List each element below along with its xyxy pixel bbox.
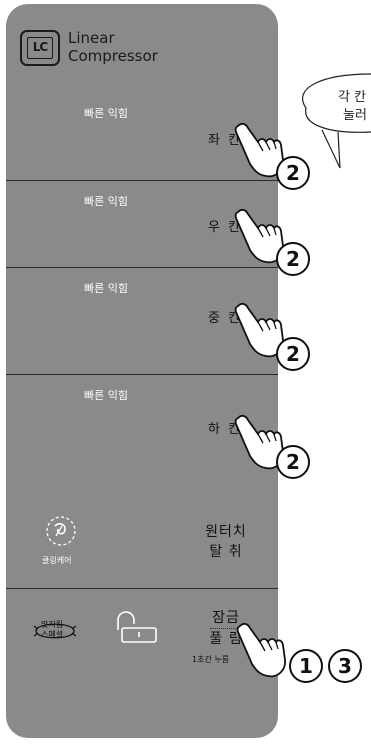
zone-left-button[interactable]: 좌 칸 [208,133,243,148]
cooling-care-label: 쿨링케어 [42,556,72,565]
zone-middle-title: 빠른 익힘 [84,282,128,295]
bubble-line-1: 각 칸 [337,90,367,105]
hand-pointer-icon [236,622,286,678]
step-number-badge: 2 [276,445,310,479]
step-number-badge: 1 [289,649,323,683]
brand-title: Linear Compressor [68,29,158,65]
divider [6,180,278,181]
step-number-badge: 2 [276,337,310,371]
divider [6,267,278,268]
hold-instruction: 1초간 누름 [192,655,230,664]
unlock-icon [117,611,157,643]
step-number-badge: 2 [276,156,310,190]
bubble-line-2: 눌러 [343,108,367,123]
lock-release-button[interactable]: 잠금 풀 림 [209,610,243,647]
zone-right-button[interactable]: 우 칸 [208,220,243,235]
zone-middle-button[interactable]: 중 칸 [208,311,243,326]
step-number-badge: 3 [328,649,362,683]
zone-left-title: 빠른 익힘 [84,107,128,120]
zone-bottom-title: 빠른 익힘 [84,389,128,402]
cooling-care-icon[interactable] [44,514,78,548]
zone-bottom-button[interactable]: 하 칸 [208,422,243,437]
control-panel: LC Linear Compressor 빠른 익힘 좌 칸 빠른 익힘 우 칸… [6,4,278,738]
speech-bubble [301,73,371,169]
hand-pointer-icon [234,208,284,264]
zone-right-title: 빠른 익힘 [84,195,128,208]
divider [6,588,278,589]
lc-logo-icon: LC [20,30,60,66]
one-touch-deodorize-button[interactable]: 원터치 탈 취 [205,524,247,560]
freshness-special-label: 맛지킴 스페셜 [41,620,64,639]
hand-pointer-icon [234,302,284,358]
divider [6,374,278,375]
step-number-badge: 2 [276,242,310,276]
hand-pointer-icon [234,414,284,470]
freshness-special-icon[interactable] [32,616,78,646]
hand-pointer-icon [234,122,284,178]
